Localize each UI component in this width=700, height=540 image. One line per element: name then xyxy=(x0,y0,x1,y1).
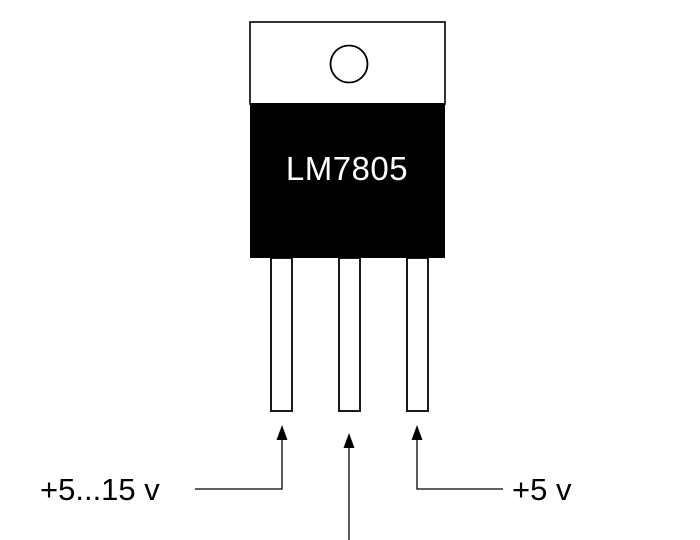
pin-leads xyxy=(270,257,429,412)
regulator-package: LM7805 xyxy=(249,21,446,258)
output-leader-line xyxy=(416,428,503,490)
input-pin xyxy=(270,257,293,412)
ground-connection xyxy=(343,433,355,540)
ground-arrow-icon xyxy=(343,433,355,448)
input-connection: +5...15 v xyxy=(40,425,288,507)
part-number-label: LM7805 xyxy=(286,150,408,187)
mounting-hole xyxy=(329,44,369,84)
output-connection: +5 v xyxy=(411,425,572,507)
input-leader-line xyxy=(195,428,283,490)
output-arrow-icon xyxy=(411,425,423,440)
output-pin xyxy=(406,257,429,412)
input-voltage-label: +5...15 v xyxy=(40,472,160,507)
input-arrow-icon xyxy=(276,425,288,440)
regulator-body xyxy=(250,103,445,258)
output-voltage-label: +5 v xyxy=(512,472,572,507)
ground-pin xyxy=(338,257,361,412)
